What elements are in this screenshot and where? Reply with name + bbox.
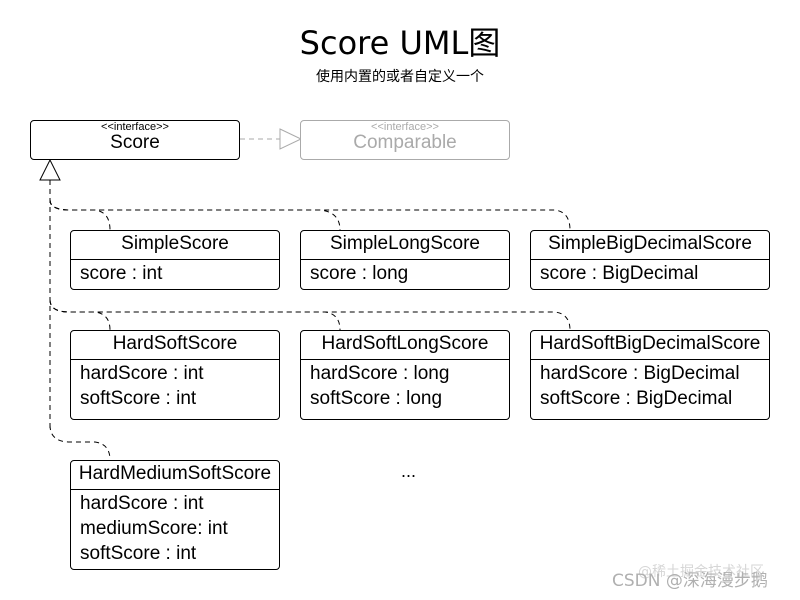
class-attributes: score : BigDecimal: [531, 260, 769, 286]
edge-hard-medium-soft: [49, 424, 111, 461]
class-name: SimpleBigDecimalScore: [531, 231, 769, 260]
class-attribute: softScore : BigDecimal: [540, 388, 733, 409]
edge-simple-bigdecimal: [49, 199, 571, 231]
more-classes-ellipsis: ...: [401, 461, 417, 481]
class-attributes: score : long: [301, 260, 509, 286]
class-name: SimpleScore: [71, 231, 279, 260]
class-name: HardMediumSoftScore: [71, 461, 279, 490]
realization-arrow-score: [39, 158, 61, 181]
edge-hard-soft-long: [49, 299, 341, 331]
csdn-watermark: CSDN @深海漫步鹅: [612, 571, 768, 591]
class-attribute: score : long: [310, 263, 409, 284]
background-watermark: @稀土掘金技术社区: [638, 564, 764, 580]
class-name: SimpleLongScore: [301, 231, 509, 260]
class-name: HardSoftLongScore: [301, 331, 509, 360]
stereotype-label: <<interface>>: [371, 121, 439, 133]
interface-comparable: <<interface>> Comparable: [300, 120, 510, 160]
class-attribute: hardScore : BigDecimal: [540, 363, 740, 384]
class-attributes: hardScore : long softScore : long: [301, 360, 509, 411]
class-hard-medium-soft-score: HardMediumSoftScore hardScore : int medi…: [70, 460, 280, 570]
class-attribute: hardScore : int: [80, 493, 204, 514]
class-attribute: score : BigDecimal: [540, 263, 699, 284]
class-hard-soft-bigdecimal-score: HardSoftBigDecimalScore hardScore : BigD…: [530, 330, 770, 420]
class-attributes: score : int: [71, 260, 279, 286]
class-attribute: softScore : int: [80, 388, 197, 409]
class-name: HardSoftScore: [71, 331, 279, 360]
edge-simple-long: [49, 199, 341, 231]
class-hard-soft-long-score: HardSoftLongScore hardScore : long softS…: [300, 330, 510, 420]
class-simple-bigdecimal-score: SimpleBigDecimalScore score : BigDecimal: [530, 230, 770, 290]
class-attributes: hardScore : BigDecimal softScore : BigDe…: [531, 360, 769, 411]
stereotype-label: <<interface>>: [101, 121, 169, 133]
edge-simple: [49, 199, 111, 231]
interface-name: Comparable: [353, 132, 457, 153]
interface-score: <<interface>> Score: [30, 120, 240, 160]
diagram-title: Score UML图: [299, 24, 501, 62]
class-simple-long-score: SimpleLongScore score : long: [300, 230, 510, 290]
edge-hard-soft-bigdecimal: [49, 299, 571, 331]
class-attribute: hardScore : int: [80, 363, 204, 384]
class-attribute: softScore : long: [310, 388, 443, 409]
class-name: HardSoftBigDecimalScore: [531, 331, 769, 360]
class-simple-score: SimpleScore score : int: [70, 230, 280, 290]
class-attributes: hardScore : int softScore : int: [71, 360, 279, 411]
class-attribute: mediumScore: int: [80, 518, 228, 539]
edge-hard-soft: [49, 299, 111, 331]
diagram-subtitle: 使用内置的或者自定义一个: [316, 69, 484, 85]
realization-arrow-comparable: [279, 128, 303, 150]
class-hard-soft-score: HardSoftScore hardScore : int softScore …: [70, 330, 280, 420]
class-attribute: softScore : int: [80, 543, 197, 564]
interface-name: Score: [110, 132, 160, 153]
class-attribute: score : int: [80, 263, 163, 284]
class-attribute: hardScore : long: [310, 363, 450, 384]
class-attributes: hardScore : int mediumScore: int softSco…: [71, 490, 279, 566]
